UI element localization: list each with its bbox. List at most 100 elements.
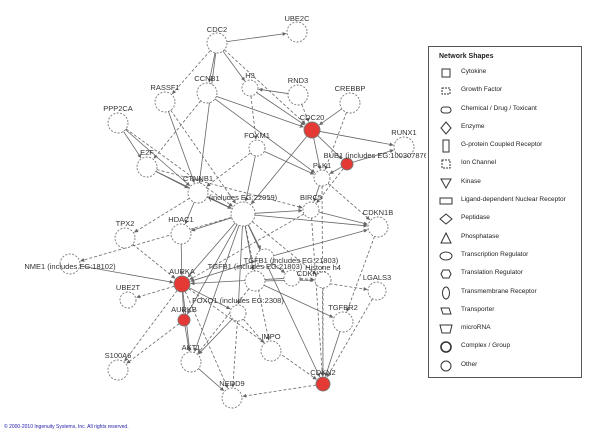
legend-item: Transporter [429,302,581,320]
node-ccnb1[interactable]: CCNB1 [194,74,220,104]
node-h3[interactable]: H3 [241,71,259,97]
edge-cdc20-plk1 [313,137,322,170]
node-label: UBE2C [284,14,310,23]
node-tgfb1b[interactable]: TGFB1 (includes EG:21803) [208,262,303,292]
growth-factor-icon [441,87,451,95]
legend-item-label: microRNA [461,324,491,332]
edge-hubmain-histoneh4 [252,221,317,275]
legend-item-label: Transporter [461,305,495,313]
node-aurka[interactable]: AURKA [169,267,195,293]
node-label: AURKA [169,267,195,276]
node-shape [177,313,191,327]
transporter-icon [440,307,452,315]
node-ctnnb1[interactable]: CTNNB1 [183,174,213,204]
legend-item: microRNA [429,320,581,338]
node-akt1[interactable]: AKT1 [180,343,202,373]
node-aurkb[interactable]: AURKB [171,305,197,327]
edge-foxm1-plk1 [264,150,315,175]
node-crebbp[interactable]: CREBBP [335,84,366,114]
node-shape [283,269,301,287]
node-foxm1[interactable]: FOXM1 [244,131,270,157]
node-label: IMPO [261,332,280,341]
legend-item: Peptidase [429,210,581,228]
node-label: PLK1 [313,161,331,170]
node-label: RND3 [288,76,308,85]
node-label: LGALS3 [363,273,391,282]
edge-hubmain-hdac1 [191,217,232,232]
node-bub1[interactable]: BUB1 (includes EG:100307876) [324,151,426,171]
edge-aurka-cdkn2 [188,288,317,380]
transcription-regulator-icon [439,251,453,261]
node-label: FOXM1 [244,131,270,140]
translation-regulator-icon [440,269,452,279]
enzyme-icon [440,121,452,135]
node-label: CREBBP [335,84,366,93]
node-rassf1[interactable]: RASSF1 [150,83,180,113]
node-tgfb1hub[interactable]: TGFB1 (includes EG:21803) [244,248,339,268]
node-cdc2[interactable]: CDC2 [206,25,228,54]
node-cdkn1a[interactable]: CDKN1A [283,269,327,287]
node-lgals3[interactable]: LGALS3 [363,273,391,301]
node-rnd3[interactable]: RND3 [287,76,309,106]
node-cdkn1b[interactable]: CDKN1B [363,208,393,238]
edge-tgfb1hub-aurka [190,260,257,283]
edge-h3-foxm1 [250,95,258,140]
node-tgfbr2[interactable]: TGFBR2 [328,303,358,333]
edge-aurka-nedd9 [184,291,228,389]
edge-foxo1-akt1 [198,318,233,355]
node-shape [244,270,266,292]
legend-item: Transcription Regulator [429,247,581,265]
node-ppp2ca[interactable]: PPP2CA [103,104,133,134]
legend-item-label: Ligand-dependent Nuclear Receptor [461,196,566,204]
node-nedd9[interactable]: NEDD9 [219,379,245,409]
node-ube2t[interactable]: UBE2T [116,283,141,309]
node-birc5[interactable]: BIRC5 [300,193,322,219]
edge-aurka-aurkb [181,291,186,314]
complex-group-icon [440,341,452,354]
node-shape [339,92,361,114]
node-label: NEDD9 [219,379,244,388]
edge-bub1-birc5 [316,168,344,204]
edge-lgals3-cdkn2 [326,298,373,378]
edge-ccnb1-plk1 [214,98,316,173]
legend-item: G-protein Coupled Receptor [429,137,581,155]
node-runx1[interactable]: RUNX1 [391,128,417,158]
edge-tgfbr2-cdkn2 [324,331,341,377]
node-label: FOXO1 (includes EG:2308) [192,296,284,305]
node-label: TGFB1 (includes EG:21803) [208,262,303,271]
node-shape [230,201,256,227]
node-e2f[interactable]: E2F [136,148,158,178]
edge-cdc20-runx1 [319,131,394,147]
edge-bub1-plk1 [329,166,342,174]
node-s100a6[interactable]: S100A6 [105,351,132,381]
node-ube2c[interactable]: UBE2C [284,14,310,43]
node-cdkn2[interactable]: CDKN2 [310,368,336,392]
ion-channel-icon [441,159,451,169]
edge-hubmain-birc5 [254,208,303,214]
node-cdc20[interactable]: CDC20 [300,113,325,139]
node-hubmain[interactable]: (includes EG:22059) [209,193,278,227]
node-histoneh4[interactable]: Histone h4 [305,263,341,289]
node-label: UBE2T [116,283,141,292]
node-nme1[interactable]: NME1 (includes EG:18102) [24,253,116,275]
node-shape [173,275,191,293]
node-shape [260,340,282,362]
edge-aurkb-akt1 [184,325,191,352]
node-hdac1[interactable]: HDAC1 [168,215,194,245]
legend-item: Other [429,357,581,375]
edge-crebbp-cdc20 [319,108,343,126]
phosphatase-icon [440,231,452,244]
edge-rnd3-h3 [258,87,289,94]
edge-rnd3-cdc20 [301,104,310,123]
node-impo[interactable]: IMPO [260,332,282,362]
edge-tpx2-aurka [132,243,176,279]
node-label: TGFBR2 [328,303,358,312]
node-shape [107,112,129,134]
node-tpx2[interactable]: TPX2 [114,219,136,249]
node-plk1[interactable]: PLK1 [313,161,331,187]
node-shape [367,216,389,238]
node-label: CDC2 [207,25,227,34]
node-foxo1[interactable]: FOXO1 (includes EG:2308) [192,296,284,322]
